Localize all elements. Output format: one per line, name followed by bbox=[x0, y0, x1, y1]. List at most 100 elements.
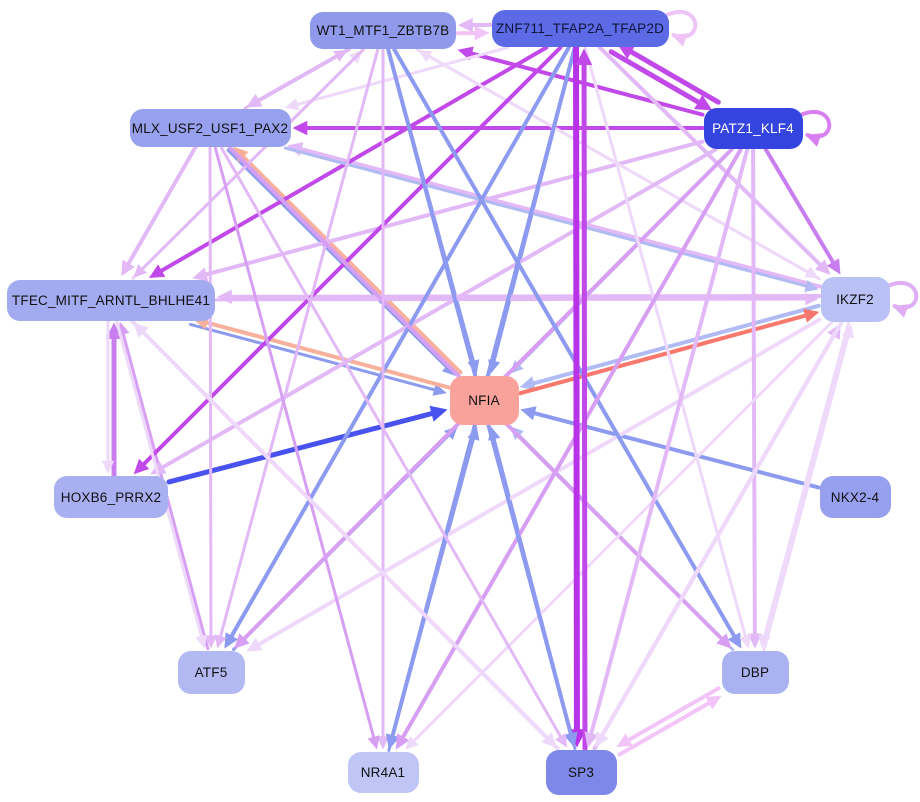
edge-TFEC-HOXB6-arrowhead bbox=[101, 460, 115, 474]
edge-MLX-NR4A1-arrowhead bbox=[367, 735, 380, 750]
node-label-NFIA: NFIA bbox=[468, 392, 500, 408]
edge-SP3-ZNF711-arrowhead bbox=[575, 48, 593, 66]
edge-ZNF711-NR4A1-arrowhead bbox=[385, 733, 400, 750]
edge-MLX-ATF5[interactable] bbox=[208, 146, 213, 643]
node-MLX[interactable]: MLX_USF2_USF1_PAX2 bbox=[129, 109, 291, 147]
edge-PATZ1-SP3-arrowhead bbox=[584, 731, 599, 748]
node-NKX24[interactable]: NKX2-4 bbox=[819, 476, 891, 518]
edge-MLX-WT1[interactable] bbox=[243, 52, 343, 110]
edge-NFIA-IKZF2-arrowhead bbox=[803, 308, 820, 323]
edge-WT1-IKZF2[interactable] bbox=[415, 48, 814, 276]
edge-PATZ1-ATF5-arrowhead bbox=[234, 633, 250, 649]
edge-WT1-DBP[interactable] bbox=[392, 47, 740, 643]
edge-PATZ1-DBP[interactable] bbox=[751, 147, 757, 642]
edge-WT1-TFEC[interactable] bbox=[137, 48, 365, 274]
edge-TFEC-NFIA-arrowhead bbox=[432, 383, 447, 396]
node-WT1[interactable]: WT1_MTF1_ZBTB7B bbox=[310, 11, 456, 49]
edge-NFIA-TFEC[interactable] bbox=[199, 319, 452, 390]
edge-MLX-IKZF2[interactable] bbox=[283, 146, 813, 289]
edge-WT1-SP3-arrowhead bbox=[563, 731, 578, 748]
edge-ZNF711-MLX[interactable] bbox=[291, 46, 510, 108]
edge-TFEC-NFIA[interactable] bbox=[188, 322, 441, 393]
edge-PATZ1-HOXB6[interactable] bbox=[155, 147, 718, 473]
node-DBP[interactable]: DBP bbox=[721, 650, 789, 694]
self-loop-PATZ1[interactable] bbox=[798, 110, 832, 139]
node-HOXB6[interactable]: HOXB6_PRRX2 bbox=[54, 476, 168, 518]
edge-MLX-NFIA[interactable] bbox=[226, 148, 452, 372]
edge-PATZ1-MLX-arrowhead bbox=[292, 120, 308, 136]
edge-PATZ1-SP3[interactable] bbox=[587, 147, 750, 741]
node-label-IKZF2: IKZF2 bbox=[836, 291, 874, 307]
node-ZNF711[interactable]: ZNF711_TFAP2A_TFAP2D bbox=[491, 9, 669, 47]
edge-ZNF711-SP3[interactable] bbox=[573, 44, 580, 740]
node-IKZF2[interactable]: IKZF2 bbox=[820, 276, 890, 322]
edge-ZNF711-DBP-arrowhead bbox=[739, 634, 752, 649]
edge-TFEC-IKZF2-arrowhead bbox=[805, 292, 819, 306]
edge-DBP-SP3[interactable] bbox=[622, 686, 721, 745]
node-label-HOXB6: HOXB6_PRRX2 bbox=[60, 489, 162, 505]
edge-SP3-DBP[interactable] bbox=[617, 698, 716, 757]
edge-IKZF2-NFIA-arrowhead bbox=[519, 376, 536, 391]
node-label-DBP: DBP bbox=[740, 664, 770, 680]
edge-IKZF2-SP3-arrowhead bbox=[595, 731, 609, 748]
edge-MLX-DBP-arrowhead bbox=[716, 633, 732, 649]
edge-IKZF2-DBP-arrowhead bbox=[758, 634, 771, 649]
node-NR4A1[interactable]: NR4A1 bbox=[347, 751, 419, 793]
edge-PATZ1-ZNF711[interactable] bbox=[623, 46, 721, 105]
edge-NFIA-MLX-arrowhead bbox=[232, 146, 249, 163]
edge-TFEC-IKZF2[interactable] bbox=[214, 297, 813, 302]
edge-IKZF2-TFEC[interactable] bbox=[223, 294, 822, 299]
edge-ZNF711-TFEC-arrowhead bbox=[148, 264, 166, 278]
edge-TFEC-SP3[interactable] bbox=[130, 319, 553, 744]
edge-PATZ1-IKZF2-arrowhead bbox=[826, 258, 841, 275]
edge-TFEC-SP3-arrowhead bbox=[541, 732, 557, 748]
edge-ZNF711-PATZ1-arrowhead bbox=[694, 94, 713, 111]
edge-IKZF2-ATF5[interactable] bbox=[252, 317, 822, 650]
edge-NFIA-MLX[interactable] bbox=[237, 150, 463, 375]
edge-IKZF2-TFEC-arrowhead bbox=[216, 289, 232, 305]
edge-NKX24-NFIA-arrowhead bbox=[520, 406, 537, 421]
node-SP3[interactable]: SP3 bbox=[545, 749, 617, 795]
edge-ZNF711-PATZ1[interactable] bbox=[608, 49, 707, 108]
node-NFIA[interactable]: NFIA bbox=[449, 375, 519, 425]
edge-ZNF711-MLX-arrowhead bbox=[284, 98, 300, 111]
node-label-WT1: WT1_MTF1_ZBTB7B bbox=[316, 22, 450, 38]
edge-ZNF711-TFEC[interactable] bbox=[154, 45, 549, 276]
edge-PATZ1-TFEC-arrowhead bbox=[192, 267, 209, 282]
edge-SP3-ZNF711[interactable] bbox=[581, 55, 588, 751]
edge-MLX-NFIA-arrowhead bbox=[441, 362, 456, 376]
edge-IKZF2-SP3[interactable] bbox=[597, 320, 844, 742]
self-loop-IKZF2[interactable] bbox=[885, 281, 919, 310]
self-loop-ZNF711-arrowhead bbox=[671, 33, 688, 47]
edge-MLX-SP3[interactable] bbox=[220, 146, 565, 743]
edge-WT1-ZNF711-arrowhead bbox=[474, 25, 490, 41]
edge-PATZ1-DBP-arrowhead bbox=[747, 633, 763, 649]
edge-NFIA-IKZF2[interactable] bbox=[518, 312, 813, 396]
node-label-ATF5: ATF5 bbox=[194, 664, 228, 680]
node-label-ZNF711: ZNF711_TFAP2A_TFAP2D bbox=[495, 20, 665, 36]
self-loop-ZNF711[interactable] bbox=[664, 10, 698, 39]
node-PATZ1[interactable]: PATZ1_KLF4 bbox=[703, 107, 803, 149]
edge-PATZ1-NR4A1[interactable] bbox=[398, 147, 743, 744]
edge-WT1-ATF5[interactable] bbox=[217, 48, 380, 643]
edge-WT1-NR4A1-arrowhead bbox=[376, 736, 390, 750]
edge-MLX-NR4A1[interactable] bbox=[213, 146, 377, 744]
node-ATF5[interactable]: ATF5 bbox=[177, 650, 245, 694]
self-loop-PATZ1-arrowhead bbox=[805, 133, 822, 147]
edge-IKZF2-DBP[interactable] bbox=[761, 321, 851, 643]
edge-ZNF711-DBP[interactable] bbox=[583, 46, 749, 643]
node-TFEC[interactable]: TFEC_MITF_ARNTL_BHLHE41 bbox=[7, 279, 215, 321]
edge-DBP-IKZF2[interactable] bbox=[762, 330, 851, 652]
edge-ZNF711-IKZF2[interactable] bbox=[597, 45, 827, 271]
edge-HOXB6-NFIA[interactable] bbox=[166, 409, 441, 485]
edge-MLX-TFEC[interactable] bbox=[123, 144, 198, 271]
edge-WT1-ATF5-arrowhead bbox=[214, 634, 227, 649]
edge-HOXB6-NFIA-arrowhead bbox=[429, 405, 448, 422]
node-label-SP3: SP3 bbox=[567, 764, 595, 780]
edge-ZNF711-HOXB6-arrowhead bbox=[133, 458, 150, 475]
edge-ZNF711-ATF5[interactable] bbox=[226, 45, 571, 643]
edge-PATZ1-IKZF2[interactable] bbox=[763, 147, 838, 270]
